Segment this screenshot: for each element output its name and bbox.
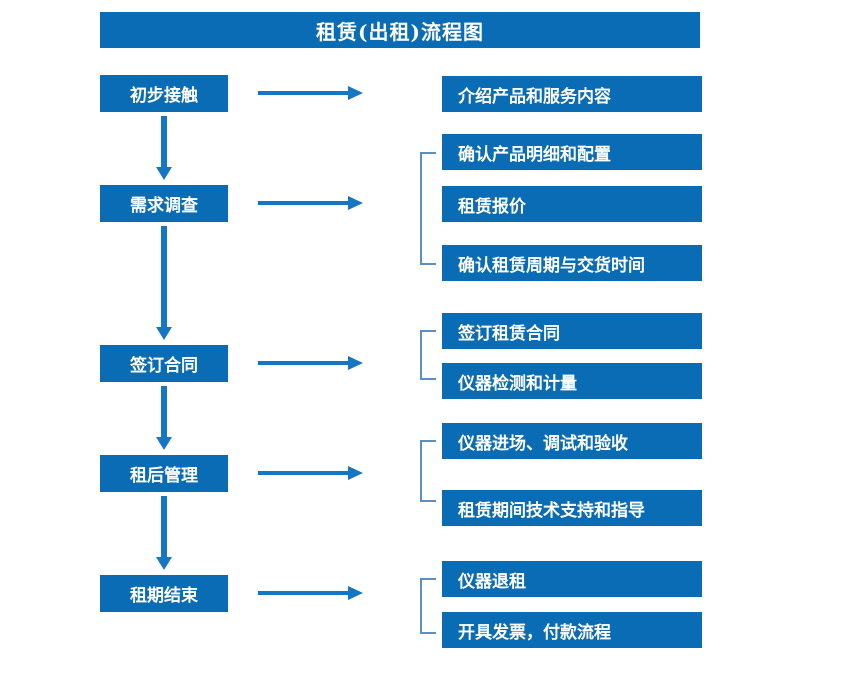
horizontal-arrow-stage-3 [258,356,363,370]
detail-label: 签订租赁合同 [458,323,560,344]
stage-label: 需求调查 [130,196,198,216]
detail-label: 确认租赁周期与交货时间 [458,255,645,276]
stage-label: 初步接触 [130,86,198,106]
detail-label: 开具发票，付款流程 [458,622,611,643]
vertical-arrow-1-to-2 [156,116,172,180]
stage-label: 租期结束 [130,586,198,606]
detail-box-3-2[interactable]: 仪器检测和计量 [442,363,702,399]
detail-box-4-1[interactable]: 仪器进场、调试和验收 [442,423,702,459]
detail-box-4-2[interactable]: 租赁期间技术支持和指导 [442,490,702,526]
diagram-title-bar: 租赁(出租)流程图 [100,12,700,48]
stage-box-1[interactable]: 初步接触 [100,75,228,112]
detail-box-1-1[interactable]: 介绍产品和服务内容 [442,76,702,112]
vertical-arrow-2-to-3 [156,226,172,340]
detail-label: 仪器退租 [458,571,526,592]
stage-box-5[interactable]: 租期结束 [100,575,228,612]
horizontal-arrow-stage-5 [258,586,363,600]
detail-box-3-1[interactable]: 签订租赁合同 [442,313,702,349]
stage-box-2[interactable]: 需求调查 [100,185,228,222]
stage-label: 签订合同 [130,356,198,376]
horizontal-arrow-stage-2 [258,196,363,210]
detail-label: 仪器检测和计量 [458,373,577,394]
stage-box-3[interactable]: 签订合同 [100,345,228,382]
detail-label: 租赁报价 [458,196,526,217]
detail-box-5-1[interactable]: 仪器退租 [442,561,702,597]
stage-label: 租后管理 [130,466,198,486]
vertical-arrow-4-to-5 [156,496,172,570]
vertical-arrow-3-to-4 [156,386,172,450]
detail-label: 仪器进场、调试和验收 [458,433,628,454]
detail-label: 介绍产品和服务内容 [458,86,611,107]
group-bracket-stage-4 [420,440,436,502]
detail-box-2-2[interactable]: 租赁报价 [442,186,702,222]
detail-box-2-3[interactable]: 确认租赁周期与交货时间 [442,245,702,281]
group-bracket-stage-3 [420,330,436,380]
stage-box-4[interactable]: 租后管理 [100,455,228,492]
group-bracket-stage-5 [420,578,436,634]
detail-label: 确认产品明细和配置 [458,144,611,165]
detail-label: 租赁期间技术支持和指导 [458,500,645,521]
horizontal-arrow-stage-4 [258,466,363,480]
detail-box-5-2[interactable]: 开具发票，付款流程 [442,612,702,648]
page-title: 租赁(出租)流程图 [316,19,484,44]
horizontal-arrow-stage-1 [258,86,363,100]
group-bracket-stage-2 [420,152,436,265]
detail-box-2-1[interactable]: 确认产品明细和配置 [442,134,702,170]
